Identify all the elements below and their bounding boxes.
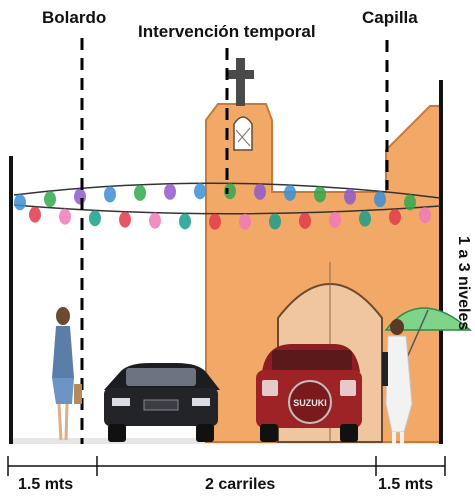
bunting-flag <box>344 188 356 205</box>
bunting-flag <box>254 183 266 200</box>
capilla-label: Capilla <box>362 8 418 27</box>
red-suv: SUZUKI <box>256 344 362 442</box>
spare-tire <box>288 380 332 424</box>
bunting-flag <box>44 191 56 208</box>
suv-badge: SUZUKI <box>293 398 327 408</box>
bunting-flag <box>239 213 251 230</box>
niveles-label: 1 a 3 niveles <box>455 236 472 331</box>
bunting-flag <box>29 206 41 223</box>
right-facade-line <box>439 80 443 444</box>
bunting-flag <box>404 194 416 211</box>
bunting-flag <box>89 210 101 227</box>
dimension-line <box>7 456 446 476</box>
bunting-flag <box>329 211 341 228</box>
bunting-flag <box>74 188 86 205</box>
lanes-width-label: 2 carriles <box>203 476 278 494</box>
bunting-flag <box>119 211 131 228</box>
bunting-flag <box>194 183 206 200</box>
bunting-flag <box>224 183 236 200</box>
bunting-flag <box>164 183 176 200</box>
bunting-flag <box>179 213 191 230</box>
bunting-flag <box>284 184 296 201</box>
bunting-flag <box>134 184 146 201</box>
bunting-flag <box>299 212 311 229</box>
intervencion-label: Intervención temporal <box>138 22 316 41</box>
papel-picado-bunting <box>14 183 431 230</box>
dark-sedan <box>104 363 220 442</box>
pedestrian-woman <box>52 307 82 441</box>
bunting-flag <box>59 208 71 225</box>
pedestrian-man-umbrella <box>382 307 472 444</box>
bunting-flag <box>269 213 281 230</box>
bunting-flag <box>104 186 116 203</box>
chapel-cross <box>226 58 254 106</box>
bunting-flag <box>209 213 221 230</box>
bunting-flag <box>314 186 326 203</box>
bunting-flag <box>149 212 161 229</box>
bunting-flag <box>389 209 401 226</box>
bunting-flag <box>14 194 26 211</box>
right-sidewalk-width-label: 1.5 mts <box>376 476 436 494</box>
left-sidewalk-width-label: 1.5 mts <box>16 476 76 494</box>
bunting-flag <box>359 210 371 227</box>
bunting-string-2 <box>13 204 441 215</box>
left-facade-line <box>9 156 13 444</box>
bunting-flag <box>419 207 431 224</box>
bunting-flag <box>374 191 386 208</box>
bolardo-label: Bolardo <box>42 8 107 27</box>
